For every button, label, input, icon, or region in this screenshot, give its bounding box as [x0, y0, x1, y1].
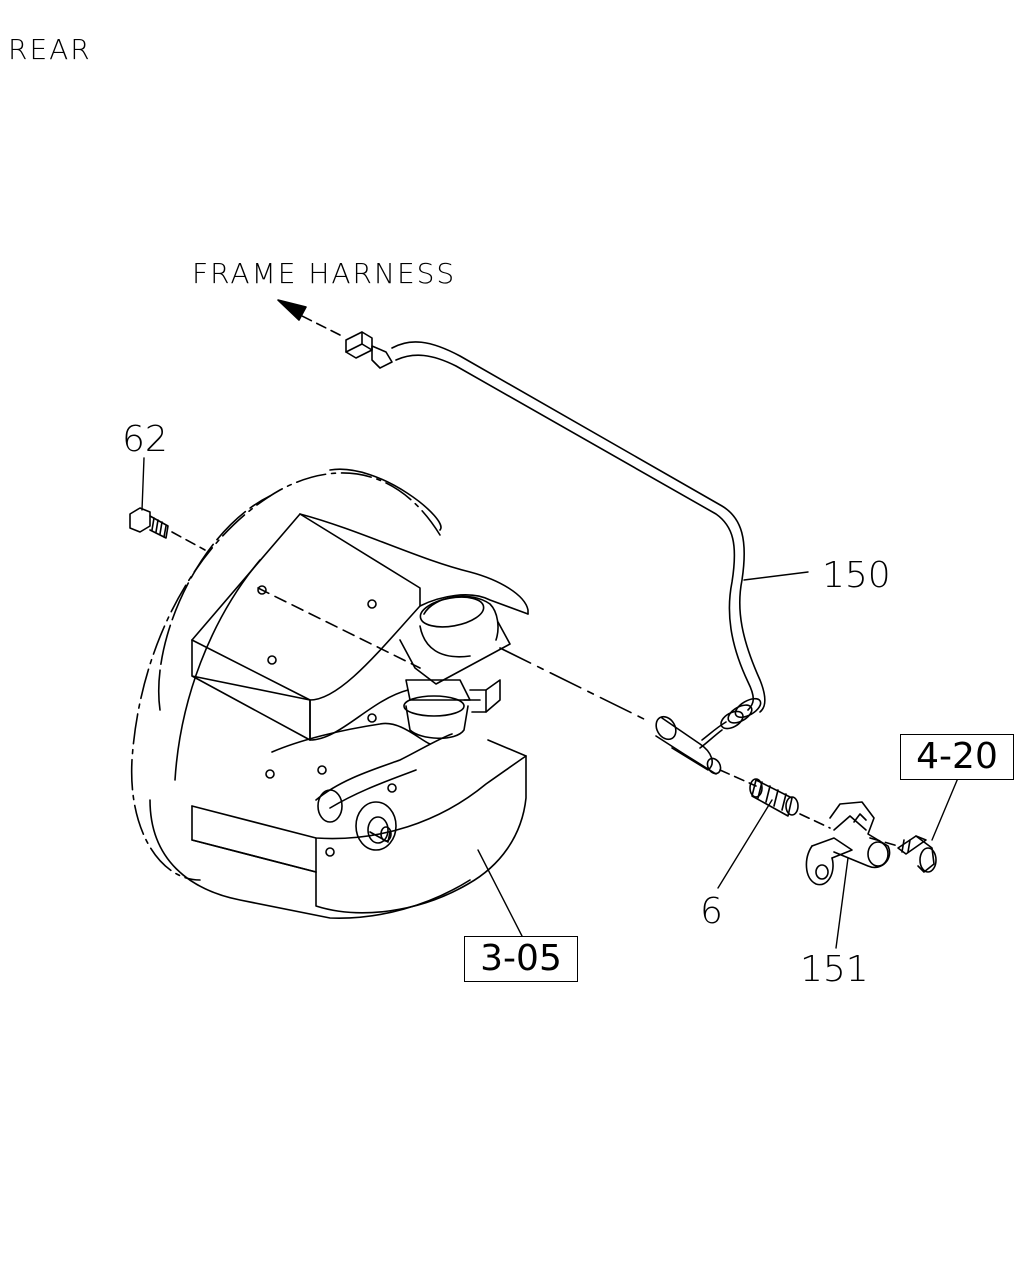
- callout-150: 150: [822, 555, 891, 596]
- leader-3-05: [477, 849, 523, 937]
- callout-151: 151: [800, 949, 869, 990]
- reference-box-4-20[interactable]: 4-20: [900, 734, 1014, 780]
- axis-line-shoe: [257, 587, 421, 669]
- callout-6: 6: [700, 891, 723, 932]
- leader-4-20: [931, 777, 959, 841]
- view-label: REAR: [8, 33, 92, 66]
- leader-lines: [141, 457, 959, 949]
- reference-box-3-05[interactable]: 3-05: [464, 936, 578, 982]
- leader-62: [141, 457, 145, 511]
- axis-line-bolt: [869, 837, 899, 847]
- harness-direction-arrow: [277, 299, 341, 336]
- bolt-part-62: [129, 507, 169, 539]
- sleeve-part-6: [749, 778, 799, 817]
- leader-150: [743, 571, 809, 581]
- abs-sensor-cable: [345, 331, 766, 775]
- bolt-part-4-20: [897, 835, 937, 873]
- leader-151: [835, 857, 849, 949]
- axis-line-sensor: [499, 647, 651, 723]
- brake-drum-assembly: [130, 468, 529, 919]
- axis-line-top-bolt: [171, 531, 206, 551]
- axis-line-bracket: [799, 813, 831, 829]
- callout-62: 62: [122, 419, 168, 460]
- leader-6: [717, 799, 773, 889]
- bracket-part-151: [805, 801, 891, 886]
- frame-harness-label: FRAME HARNESS: [192, 257, 457, 290]
